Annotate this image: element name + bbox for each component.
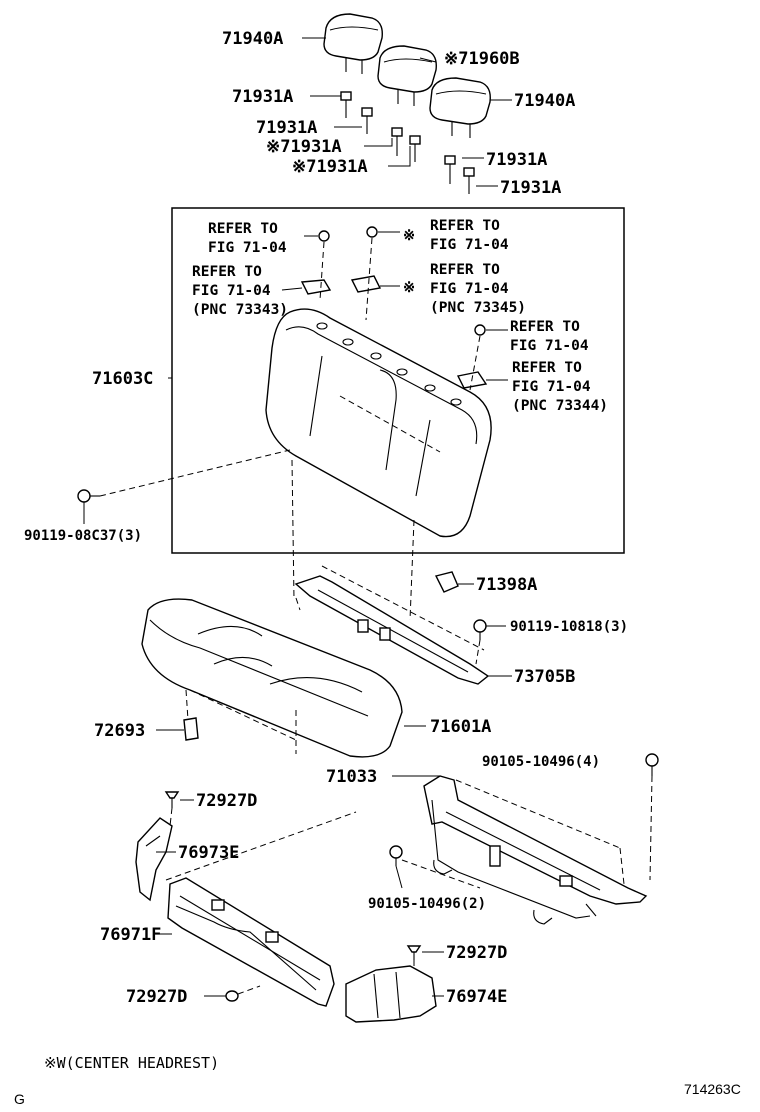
refer-note-2-line3: (PNC 73343) bbox=[192, 302, 288, 318]
label-73705B: 73705B bbox=[514, 667, 575, 687]
bolt-90105-10496-4 bbox=[645, 753, 659, 776]
label-90105-10496-4: 90105-10496(4) bbox=[482, 754, 600, 770]
label-90119-10818: 90119-10818(3) bbox=[510, 619, 628, 635]
cover-76973E bbox=[135, 817, 173, 902]
label-71940A-top: 71940A bbox=[222, 29, 283, 49]
label-76971F: 76971F bbox=[100, 925, 161, 945]
refer-note-4-line3: (PNC 73345) bbox=[430, 300, 526, 316]
label-71960B: ※71960B bbox=[444, 49, 520, 69]
label-71033: 71033 bbox=[326, 767, 377, 787]
refer-note-1-line2: FIG 71-04 bbox=[208, 240, 287, 256]
label-72927D-3: 72927D bbox=[446, 943, 507, 963]
headrest-support-6 bbox=[463, 167, 475, 194]
label-71931A-3: ※71931A bbox=[266, 137, 342, 157]
label-76973E: 76973E bbox=[178, 843, 239, 863]
footer-note: ※W(CENTER HEADREST) bbox=[44, 1054, 219, 1072]
refer-note-6-line1: REFER TO bbox=[512, 360, 582, 376]
label-71931A-2: 71931A bbox=[256, 118, 317, 138]
refer-note-2-line2: FIG 71-04 bbox=[192, 283, 271, 299]
cover-76971F bbox=[167, 877, 335, 1007]
corner-letter: G bbox=[14, 1091, 25, 1107]
headrest-71960B-center bbox=[377, 45, 437, 106]
label-72927D-2: 72927D bbox=[126, 987, 187, 1007]
headrest-support-2 bbox=[361, 107, 373, 134]
label-90119-08C37: 90119-08C37(3) bbox=[24, 528, 142, 544]
label-71398A: 71398A bbox=[476, 575, 537, 595]
bolt-90119-10818 bbox=[473, 619, 487, 640]
label-72693: 72693 bbox=[94, 721, 145, 741]
clip-72927D-3 bbox=[406, 945, 422, 960]
refer-note-5-line1: REFER TO bbox=[510, 319, 580, 335]
headrest-support-1 bbox=[340, 91, 352, 118]
headrest-support-4 bbox=[409, 135, 421, 162]
clip-72927D-1 bbox=[164, 791, 180, 808]
figure-code: 714263C bbox=[684, 1081, 741, 1097]
headrest-support-5 bbox=[444, 155, 456, 184]
bolt-90119-08C37 bbox=[77, 489, 100, 503]
label-72927D-1: 72927D bbox=[196, 791, 257, 811]
refer-note-1-line1: REFER TO bbox=[208, 221, 278, 237]
label-71931A-4: ※71931A bbox=[292, 157, 368, 177]
refer-note-6-line3: (PNC 73344) bbox=[512, 398, 608, 414]
refer-note-3-line1: REFER TO bbox=[430, 218, 500, 234]
clip-72693 bbox=[183, 717, 199, 741]
refer-note-2-line1: REFER TO bbox=[192, 264, 262, 280]
cover-76974E bbox=[345, 965, 437, 1023]
bolt-90105-10496-2 bbox=[389, 845, 403, 866]
headrest-support-3 bbox=[391, 127, 403, 156]
refer-note-3-mark: ※ bbox=[403, 228, 415, 244]
refer-note-4-line2: FIG 71-04 bbox=[430, 281, 509, 297]
seatback-lock-center bbox=[350, 226, 382, 293]
clip-72927D-2 bbox=[225, 990, 239, 1002]
clip-71398A bbox=[434, 571, 459, 593]
label-71601A: 71601A bbox=[430, 717, 491, 737]
seatback-71603C bbox=[265, 308, 492, 538]
seat-frame-71033 bbox=[423, 775, 648, 925]
seatback-group-box bbox=[171, 207, 625, 554]
seat-cushion-71601A bbox=[141, 598, 403, 758]
label-76974E: 76974E bbox=[446, 987, 507, 1007]
refer-note-5-line2: FIG 71-04 bbox=[510, 338, 589, 354]
refer-note-6-line2: FIG 71-04 bbox=[512, 379, 591, 395]
label-71931A-1: 71931A bbox=[232, 87, 293, 107]
seatback-lock-left bbox=[300, 230, 332, 295]
refer-note-4-line1: REFER TO bbox=[430, 262, 500, 278]
label-71940A-right: 71940A bbox=[514, 91, 575, 111]
headrest-71940A-top bbox=[323, 13, 383, 74]
label-90105-10496-2: 90105-10496(2) bbox=[368, 896, 486, 912]
headrest-71940A-right bbox=[429, 77, 491, 138]
label-71931A-5: 71931A bbox=[486, 150, 547, 170]
refer-note-4-mark: ※ bbox=[403, 280, 415, 296]
label-71931A-6: 71931A bbox=[500, 178, 561, 198]
label-71603C: 71603C bbox=[92, 369, 153, 389]
refer-note-3-line2: FIG 71-04 bbox=[430, 237, 509, 253]
